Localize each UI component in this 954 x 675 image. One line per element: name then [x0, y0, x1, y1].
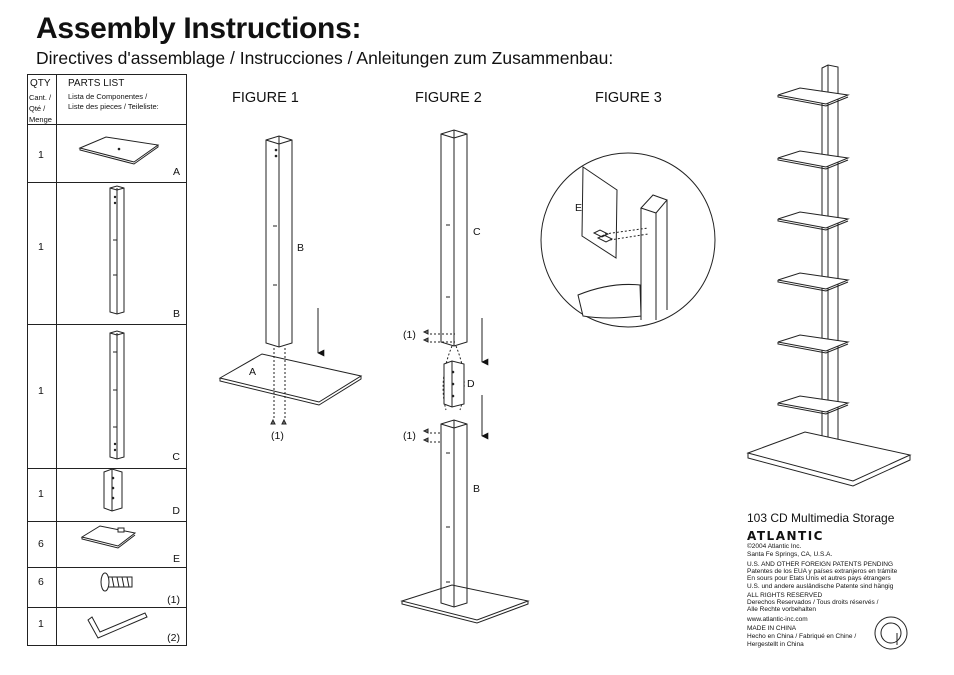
fig2-screw-label-bottom: (1) [403, 430, 416, 442]
row-part-label: A [172, 166, 180, 178]
table-row: 1 A [28, 124, 186, 183]
part-a-shelf-thumbnail [78, 136, 160, 165]
parts-list-header: PARTS LIST [68, 78, 125, 89]
fig3-part-e-label: E [575, 202, 583, 214]
assembled-tower-drawing [746, 64, 912, 487]
fig1-screw-label: (1) [271, 430, 284, 442]
info-patents-es: Patentes de los EUA y países extranjeros… [747, 568, 898, 575]
qty-sub-header: Cant. / Qté / Menge [29, 93, 52, 124]
info-patents-de: U.S. und andere ausländische Patente sin… [747, 583, 894, 590]
table-row: 6 E [28, 521, 186, 568]
figure-2-title: FIGURE 2 [415, 90, 482, 106]
screw-thumbnail [100, 572, 133, 592]
fig2-part-d-label: D [467, 378, 475, 390]
part-b-post-thumbnail [109, 185, 125, 315]
info-made-in-es-fr: Hecho en China / Fabriqué en Chine / [747, 633, 857, 640]
allen-wrench-thumbnail [87, 612, 148, 639]
info-rights-es-fr: Derechos Reservados / Tous droits réserv… [747, 599, 879, 606]
parts-table: QTY Cant. / Qté / Menge PARTS LIST Lista… [27, 74, 187, 646]
brand-logo: ATLANTIC [747, 529, 824, 543]
info-address: Santa Fe Springs, CA, U.S.A. [747, 551, 833, 558]
info-made-in: MADE IN CHINA [747, 625, 797, 632]
figure-1-drawing [218, 135, 363, 425]
fig2-screw-label-top: (1) [403, 329, 416, 341]
row-part-label: C [172, 451, 180, 463]
qty-header: QTY [30, 78, 51, 89]
fig1-part-a-label: A [249, 366, 257, 378]
figure-2-drawing [400, 129, 530, 624]
part-d-connector-thumbnail [103, 468, 123, 512]
info-patents-fr: En sours pour Etats Unis et autres pays … [747, 575, 891, 582]
page-subtitle: Directives d'assemblage / Instrucciones … [36, 48, 614, 68]
fig2-part-c-label: C [473, 226, 481, 238]
figure-1-title: FIGURE 1 [232, 90, 299, 106]
row-qty: 6 [38, 538, 44, 550]
table-row: 6 (1) [28, 567, 186, 608]
table-row: 1 (2) [28, 607, 186, 648]
info-website: www.atlantic-inc.com [747, 616, 808, 623]
fig1-part-b-label: B [297, 242, 305, 254]
row-part-label: (2) [167, 632, 180, 644]
row-part-label: (1) [167, 594, 180, 606]
info-copyright: ©2004 Atlantic Inc. [747, 543, 802, 550]
table-row: 1 B [28, 182, 186, 325]
parts-list-sub-header: Lista de Componentes / Liste des pieces … [68, 92, 159, 111]
atlantic-logo-mark-icon [874, 616, 908, 650]
table-row: 1 C [28, 324, 186, 469]
row-qty: 1 [38, 149, 44, 161]
row-part-label: B [172, 308, 180, 320]
row-qty: 1 [38, 385, 44, 397]
figure-3-title: FIGURE 3 [595, 90, 662, 106]
fig2-part-b-label: B [473, 483, 481, 495]
page-title: Assembly Instructions: [36, 12, 362, 45]
row-qty: 1 [38, 241, 44, 253]
info-rights: ALL RIGHTS RESERVED [747, 592, 823, 599]
product-name: 103 CD Multimedia Storage [747, 511, 895, 525]
row-part-label: D [172, 505, 180, 517]
part-c-post-thumbnail [109, 330, 125, 460]
column-divider [56, 75, 57, 645]
row-part-label: E [172, 553, 180, 565]
info-rights-de: Alle Rechte vorbehalten [747, 606, 817, 613]
info-made-in-de: Hergestellt in China [747, 641, 804, 648]
row-qty: 1 [38, 488, 44, 500]
row-qty: 6 [38, 576, 44, 588]
info-patents: U.S. AND OTHER FOREIGN PATENTS PENDING [747, 561, 894, 568]
table-row: 1 D [28, 468, 186, 522]
part-e-small-shelf-thumbnail [80, 525, 137, 549]
figure-3-drawing [540, 152, 716, 328]
row-qty: 1 [38, 618, 44, 630]
